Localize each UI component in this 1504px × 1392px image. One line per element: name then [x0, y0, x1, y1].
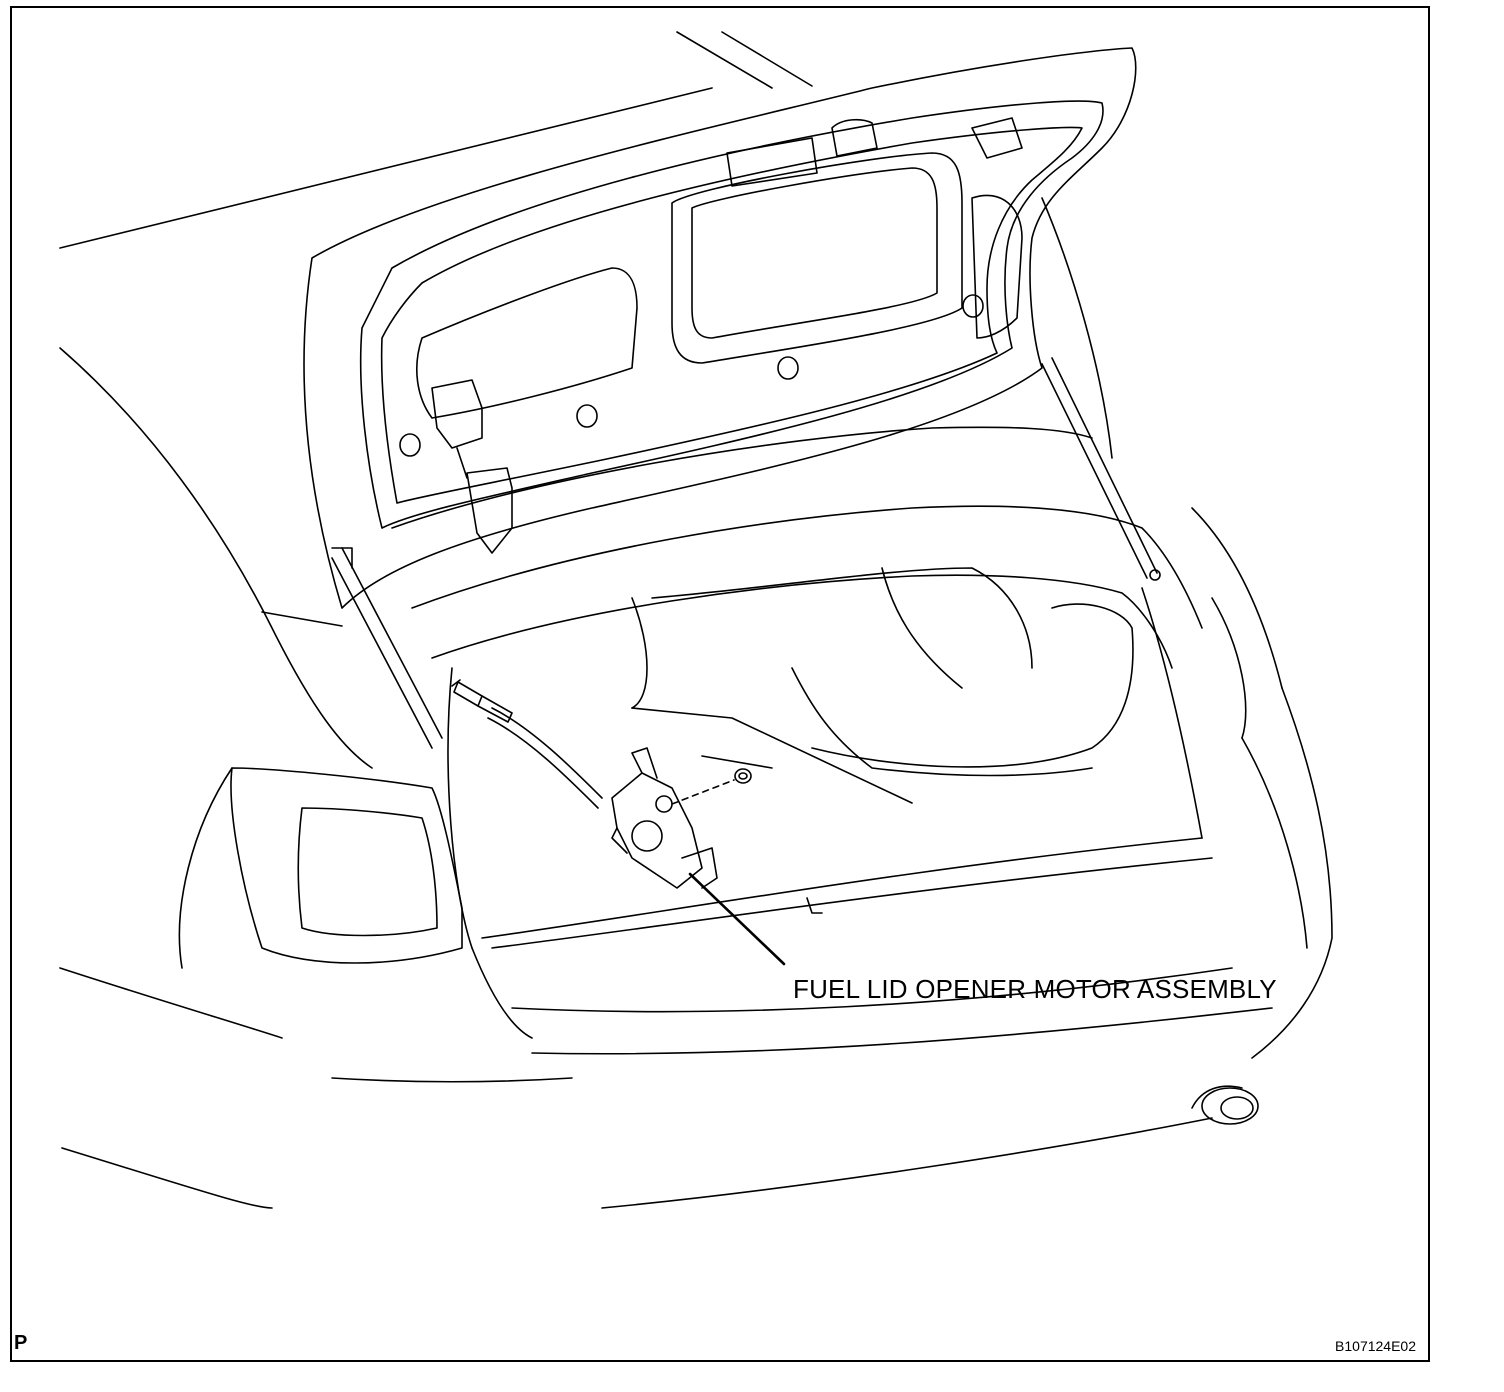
trunk-floor-mid	[631, 707, 913, 804]
trunk-floor-fold	[881, 567, 963, 689]
figure-code: B107124E02	[1335, 1338, 1416, 1354]
trunk-lid-inner-rim-2	[380, 126, 1083, 504]
bumper-mid-line	[531, 1007, 1273, 1055]
trunk-right-wall	[1141, 587, 1203, 839]
lid-right-opening	[971, 194, 1023, 339]
trunk-floor-curve	[791, 667, 1093, 777]
trunk-sill	[491, 857, 1213, 949]
exhaust-pipe	[1191, 1085, 1243, 1109]
right-gas-strut	[1051, 357, 1158, 574]
motor-assembly-tab	[631, 747, 658, 779]
left-strut-mount	[331, 547, 353, 569]
trunk-small-line	[701, 755, 773, 769]
trunk-opening-rim-2	[431, 574, 1173, 669]
lid-center-opening-outer	[671, 152, 963, 364]
cable-sleeve	[477, 695, 513, 723]
lid-latch	[431, 379, 483, 449]
lid-hole-1	[399, 433, 421, 457]
lid-left-opening	[416, 267, 638, 419]
bumper-top-edge	[511, 967, 1233, 1013]
motor-assembly-body	[611, 772, 703, 889]
lid-right-notch	[971, 117, 1023, 159]
lid-hole-4	[962, 294, 984, 318]
corner-mark: P	[14, 1332, 28, 1354]
cable-end-tip	[451, 679, 461, 687]
mounting-nut	[734, 768, 752, 784]
trunk-lid-inner-rim	[359, 100, 1104, 529]
rear-body-upper	[1191, 507, 1283, 689]
bumper-bottom	[61, 1147, 273, 1209]
rear-body-side	[1211, 597, 1247, 739]
trunk-opening-rim	[411, 505, 1203, 629]
diagram-frame: FUEL LID OPENER MOTOR ASSEMBLY P B107124…	[10, 6, 1430, 1362]
trunk-lid-outer	[303, 47, 1137, 609]
right-hinge-arm	[1041, 197, 1113, 459]
opener-cable	[491, 707, 603, 799]
lid-hole-2	[576, 404, 598, 428]
exhaust-tip-inner	[1220, 1096, 1254, 1120]
right-gas-strut-2	[1041, 363, 1148, 579]
lid-striker	[466, 467, 513, 554]
roof-line	[59, 87, 713, 249]
rear-window-lower	[721, 31, 813, 87]
trunk-floor-tab	[806, 897, 823, 914]
motor-assembly-hole	[655, 795, 673, 813]
trunk-floor-front	[481, 837, 1203, 939]
trunk-rear-seat	[651, 567, 1033, 669]
bolt-dashed-guide	[671, 779, 735, 805]
trunk-wheelhouse	[811, 603, 1134, 768]
rear-fascia-curve	[471, 947, 533, 1039]
callout-label: FUEL LID OPENER MOTOR ASSEMBLY	[793, 974, 1277, 1004]
lid-center-opening	[691, 167, 938, 339]
left-quarter-panel	[59, 347, 373, 769]
lid-top-trim	[726, 137, 818, 187]
bumper-lower	[331, 1077, 573, 1083]
motor-assembly-bracket	[681, 847, 718, 889]
bumper-base	[601, 1117, 1213, 1209]
rear-quarter	[1241, 737, 1308, 949]
car-trunk-illustration	[59, 31, 1333, 1209]
opener-cable-2	[487, 717, 599, 809]
right-strut-end	[1149, 569, 1161, 581]
trunk-floor-cover	[631, 597, 648, 709]
left-taillight-inner	[297, 807, 438, 937]
trunk-opening-upper-edge	[391, 426, 1093, 529]
exhaust-tip	[1201, 1087, 1259, 1125]
mounting-nut-inner	[738, 772, 748, 780]
callout-leader-line	[688, 872, 786, 966]
left-gas-strut-2	[331, 557, 433, 749]
left-body-line	[261, 611, 343, 627]
motor-assembly-gear	[631, 820, 663, 852]
rear-window-upper	[676, 31, 773, 89]
cable-end-fitting	[453, 681, 483, 707]
left-fender-curve	[178, 767, 233, 969]
lid-hole-3	[777, 356, 799, 380]
lid-top-bump	[831, 118, 878, 157]
left-taillight	[230, 767, 463, 964]
left-rear-edge	[59, 967, 283, 1039]
trunk-left-wall	[447, 667, 473, 949]
left-gas-strut	[341, 547, 443, 739]
rear-body-right	[1251, 687, 1333, 1059]
lid-striker-stem	[456, 447, 468, 479]
motor-assembly-edge	[611, 827, 628, 854]
